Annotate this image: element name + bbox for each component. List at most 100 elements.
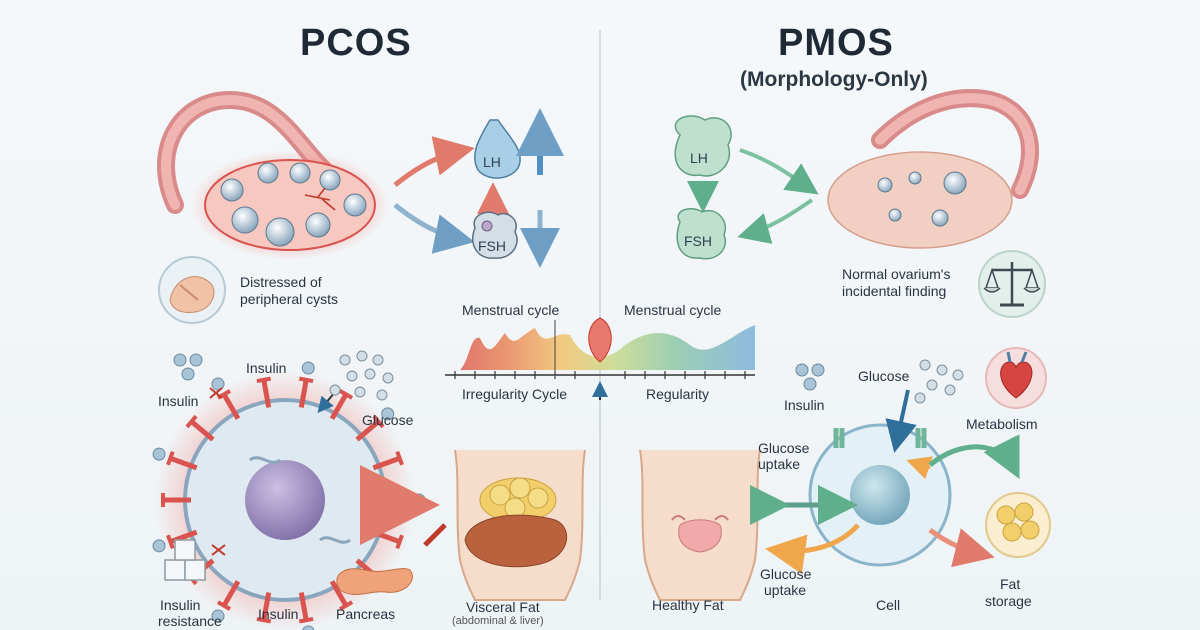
insulin-receptor-head: [338, 389, 354, 400]
cyst-caption-line1: Distressed of: [240, 274, 322, 290]
glucose-label-right: Glucose: [858, 368, 910, 384]
healthy-fat-label: Healthy Fat: [652, 597, 724, 613]
glucose-entry-arrow: [885, 389, 917, 453]
insulin-receptor-head: [216, 600, 232, 611]
scales-icon: [978, 250, 1046, 318]
lh-label-left: LH: [483, 154, 501, 170]
insulin-resistant-cell: [155, 370, 415, 630]
insulin-receptor-head: [256, 616, 272, 624]
insulin-receptors-pmos: [833, 428, 927, 448]
insulin-label-right: Insulin: [784, 397, 825, 413]
cycle-chart: [445, 317, 755, 400]
lh-hormone-left: [474, 119, 521, 179]
pcos-ovary: [157, 90, 390, 260]
cycle-left-label: Menstrual cycle: [462, 302, 560, 318]
fsh-hormone-right: [676, 208, 727, 260]
insulin-receptor: [221, 580, 241, 607]
insulin-molecule: [301, 361, 315, 375]
fsh-label-left: FSH: [478, 238, 506, 254]
insulin-receptor: [221, 393, 241, 420]
insulin-resistance-line2: resistance: [158, 613, 222, 629]
insulin-receptor: [298, 379, 309, 408]
insulin-receptor: [189, 419, 215, 442]
blocked-x-icon: [209, 387, 223, 399]
glucose-molecules-left: [329, 350, 394, 401]
insulin-receptor: [261, 379, 272, 408]
pmos-subtitle: (Morphology-Only): [740, 68, 928, 91]
insulin-receptor: [261, 592, 272, 621]
insulin-molecule: [211, 609, 225, 623]
irregularity-label: Irregularity Cycle: [462, 386, 568, 402]
insulin-receptor-head: [166, 451, 175, 466]
sugar-cubes-icon: [164, 539, 206, 581]
insulin-receptor-head: [256, 376, 272, 384]
insulin-molecules-left: [173, 353, 203, 381]
regularity-label: Regularity: [646, 386, 710, 402]
insulin-receptor-head: [338, 600, 354, 611]
metabolism-label: Metabolism: [966, 416, 1038, 432]
insulin-receptor: [329, 393, 349, 420]
ovary-to-lh-arrow: [393, 136, 475, 187]
glucose-uptake-return-arrow: [765, 523, 860, 575]
insulin-molecule: [152, 447, 166, 461]
pmos-title: PMOS: [778, 22, 894, 64]
fat-storage-arrow: [928, 527, 995, 568]
insulin-molecule: [211, 377, 225, 391]
insulin-receptor-head: [372, 414, 385, 429]
insulin-label-bottom: Insulin: [258, 606, 299, 622]
glucose-uptake-top-line2: uptake: [758, 456, 801, 472]
insulin-molecule: [381, 407, 395, 421]
fat-storage-line2: storage: [985, 593, 1032, 609]
insulin-receptor-head: [395, 451, 404, 466]
insulin-label-top: Insulin: [246, 360, 287, 376]
cycle-right-label: Menstrual cycle: [624, 302, 722, 318]
heart-icon: [985, 347, 1047, 409]
pcos-title: PCOS: [300, 22, 412, 64]
fat-storage-icon: [985, 492, 1051, 558]
ovary-caption-line2: incidental finding: [842, 283, 947, 299]
ovary-caption-line1: Normal ovarium's: [842, 266, 951, 282]
lh-hormone-right: [674, 115, 732, 177]
insulin-resistance-line1: Insulin: [160, 597, 201, 613]
pancreas-label: Pancreas: [336, 606, 396, 622]
cell-label: Cell: [876, 597, 901, 613]
glucose-internal-arrow: [906, 456, 933, 480]
torso-visceral-fat: [454, 449, 586, 601]
insulin-receptor-head: [298, 376, 314, 384]
glucose-uptake-top-line1: Glucose: [758, 440, 810, 456]
insulin-label-left: Insulin: [158, 393, 199, 409]
glucose-uptake-bottom-line1: Glucose: [760, 566, 812, 582]
insulin-receptor: [329, 580, 349, 607]
visceral-fat-label: Visceral Fat: [466, 599, 540, 615]
glucose-molecules-right: [914, 359, 964, 404]
glucose-arrow-left: [317, 391, 336, 414]
fsh-label-right: FSH: [684, 233, 712, 249]
fsh-hormone-left: [472, 211, 518, 259]
lh-label-right: LH: [690, 150, 708, 166]
blocked-x-icon-2: [211, 544, 226, 556]
insulin-receptor-head: [166, 534, 175, 549]
fat-link-mark: [423, 523, 447, 547]
insulin-molecule: [152, 539, 166, 553]
torso-healthy-fat: [639, 449, 761, 601]
insulin-receptor: [355, 419, 381, 442]
pancreas-icon: [336, 568, 413, 595]
lh-to-ovary-arrow: [739, 148, 819, 195]
glucose-uptake-bottom-line2: uptake: [764, 582, 807, 598]
insulin-receptor-head: [185, 414, 198, 429]
insulin-molecule: [302, 625, 315, 630]
pmos-ovary: [827, 89, 1039, 249]
metabolism-arrow: [928, 434, 1020, 479]
fat-storage-line1: Fat: [1000, 576, 1021, 592]
insulin-receptor: [169, 455, 198, 471]
glucose-label-left: Glucose: [362, 412, 414, 428]
visceral-fat-note: (abdominal & liver): [452, 615, 544, 627]
hand-abdomen-icon: [158, 256, 226, 324]
insulin-receptor: [298, 592, 309, 621]
insulin-molecules-right: [795, 363, 825, 391]
ovary-to-fsh-arrow: [393, 203, 475, 254]
ovary-to-fsh-arrow-right: [737, 198, 814, 244]
insulin-receptor-head: [298, 616, 314, 624]
